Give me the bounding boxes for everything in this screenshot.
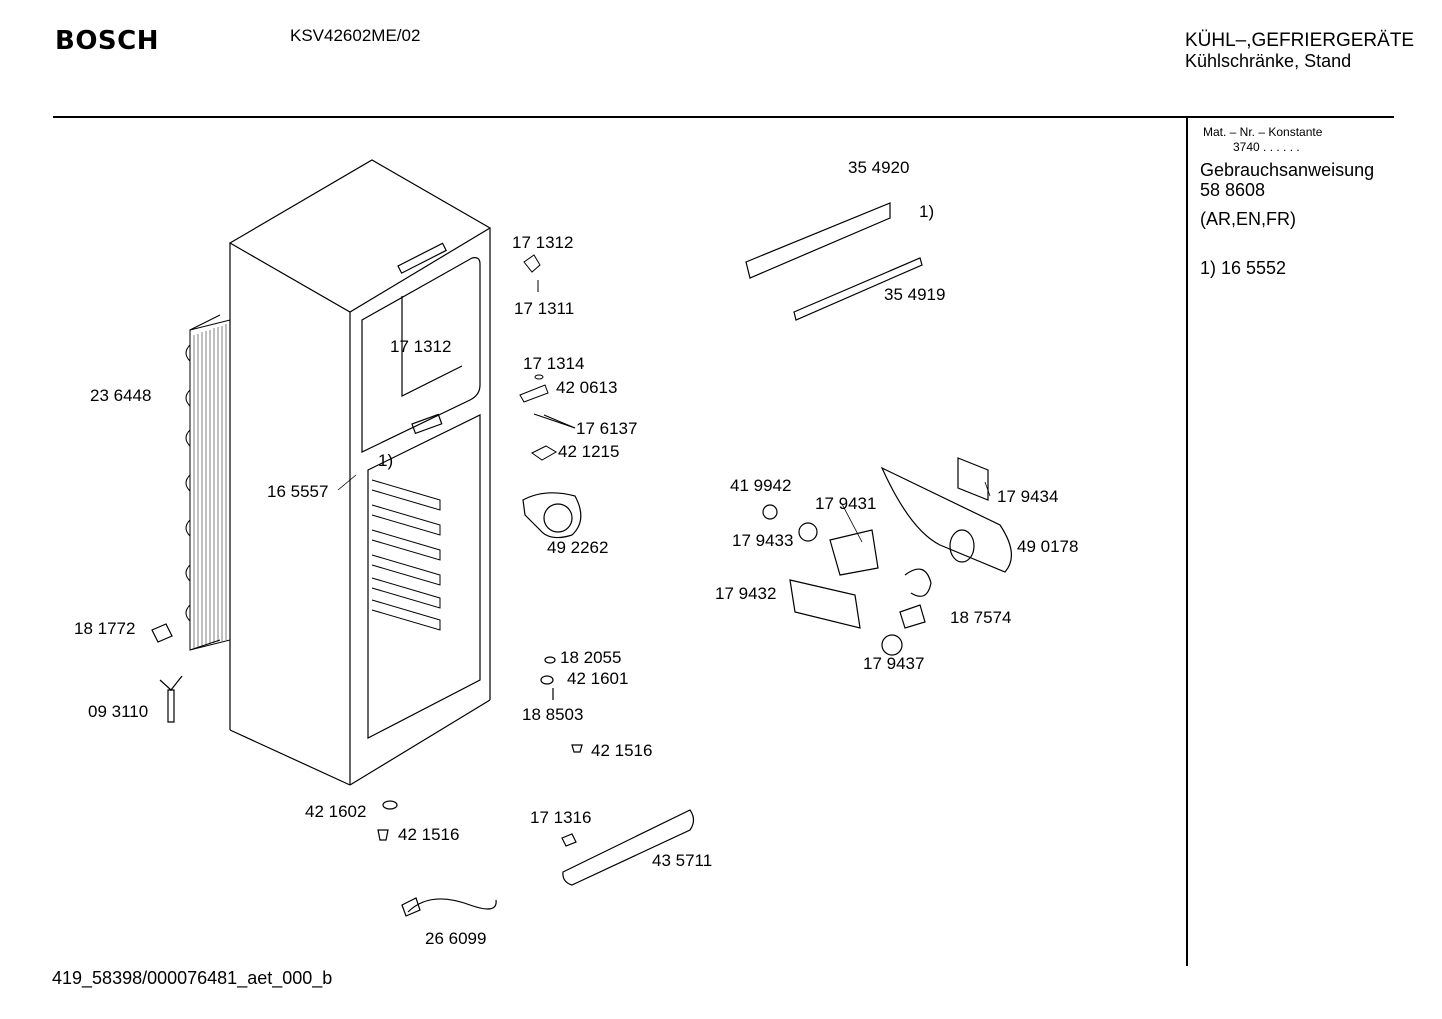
part-label-187574: 18 7574	[950, 608, 1012, 627]
part-label-236448: 23 6448	[90, 386, 152, 405]
part-label-354919: 35 4919	[884, 285, 946, 304]
brand-logo: BOSCH	[55, 26, 159, 56]
part-label-171316: 17 1316	[530, 808, 592, 827]
part-label-354920: 35 4920	[848, 158, 910, 177]
part-footnote-marker: 1)	[378, 451, 394, 470]
part-label-165557: 16 5557	[267, 482, 329, 501]
part-label-188503: 18 8503	[522, 705, 584, 724]
sidebar-divider	[1186, 116, 1188, 966]
manual-number: 58 8608	[1200, 180, 1266, 200]
part-label-179432: 17 9432	[715, 584, 777, 603]
part-label-171314: 17 1314	[523, 354, 585, 373]
part-label-176137: 17 6137	[576, 419, 638, 438]
part-label-490178: 49 0178	[1017, 537, 1079, 556]
part-label-181772: 18 1772	[74, 619, 136, 638]
hinge-parts	[519, 254, 576, 461]
footnote-part: 1) 16 5552	[1200, 258, 1287, 278]
part-label-266099: 26 6099	[425, 929, 487, 948]
part-label-419942: 41 9942	[730, 476, 792, 495]
part-footnote-marker: 1)	[919, 202, 935, 221]
mat-label: Mat. – Nr. – Konstante	[1203, 125, 1323, 139]
part-label-171312: 17 1312	[512, 233, 574, 252]
part-label-171311: 17 1311	[514, 299, 575, 318]
part-label-182055: 18 2055	[560, 648, 622, 667]
lamp-assembly	[762, 457, 1012, 656]
fridge-cabinet	[228, 159, 492, 786]
part-label-421602: 42 1602	[305, 802, 367, 821]
header-divider	[53, 116, 1394, 118]
part-label-421215: 42 1215	[558, 442, 620, 461]
part-label-179434: 17 9434	[997, 487, 1059, 506]
mat-value: 3740 . . . . . .	[1233, 140, 1300, 154]
part-label-179437: 17 9437	[863, 654, 925, 673]
part-label-492262: 49 2262	[547, 538, 609, 557]
category-title: KÜHL–,GEFRIERGERÄTE	[1185, 30, 1415, 51]
part-label-179431: 17 9431	[815, 494, 877, 513]
condenser-coil	[185, 314, 231, 651]
part-label-421516: 42 1516	[591, 741, 653, 760]
part-label-171312: 17 1312	[390, 337, 452, 356]
document-code: 419_58398/000076481_aet_000_b	[52, 968, 333, 988]
model-number: KSV42602ME/02	[290, 26, 421, 45]
part-label-421516: 42 1516	[398, 825, 460, 844]
part-label-093110: 09 3110	[88, 702, 149, 721]
part-label-421601: 42 1601	[567, 669, 629, 688]
part-label-435711: 43 5711	[652, 851, 713, 870]
fan-part	[522, 492, 582, 539]
control-panel	[745, 202, 923, 321]
part-label-420613: 42 0613	[556, 378, 618, 397]
category-subtitle: Kühlschränke, Stand	[1185, 51, 1352, 71]
leader-lines	[337, 474, 991, 543]
part-label-179433: 17 9433	[732, 531, 794, 550]
lower-parts	[151, 623, 695, 917]
manual-label: Gebrauchsanweisung	[1200, 160, 1375, 180]
manual-languages: (AR,EN,FR)	[1200, 209, 1296, 229]
